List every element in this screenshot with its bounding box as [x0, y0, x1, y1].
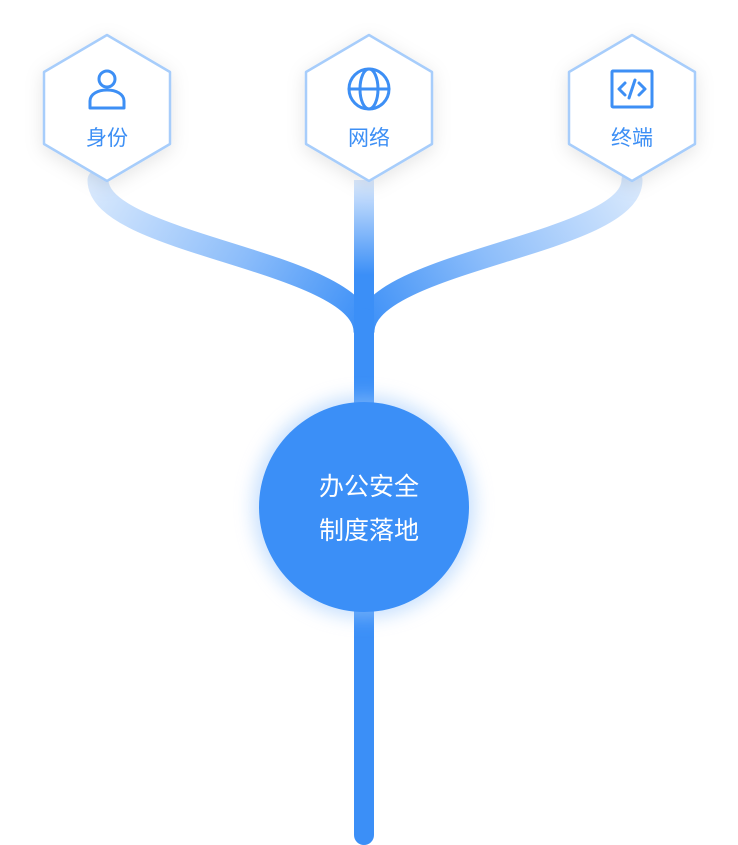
- hex-node-network: 网络: [304, 33, 434, 183]
- hex-node-identity: 身份: [42, 33, 172, 183]
- hub-label-line2: 制度落地: [319, 516, 419, 545]
- hub-node: 办公安全 制度落地: [253, 396, 475, 618]
- hex-node-terminal: 终端: [567, 33, 697, 183]
- left-branch-line: [87, 169, 375, 341]
- hub-label-line1: 办公安全: [319, 472, 419, 501]
- user-icon: [88, 69, 126, 110]
- code-icon: [610, 69, 654, 109]
- globe-icon: [347, 67, 391, 111]
- hex-label-terminal: 终端: [611, 126, 653, 150]
- hub-circle: [259, 402, 469, 612]
- right-branch-line: [353, 169, 643, 341]
- hex-label-network: 网络: [348, 126, 390, 150]
- hex-label-identity: 身份: [86, 126, 128, 150]
